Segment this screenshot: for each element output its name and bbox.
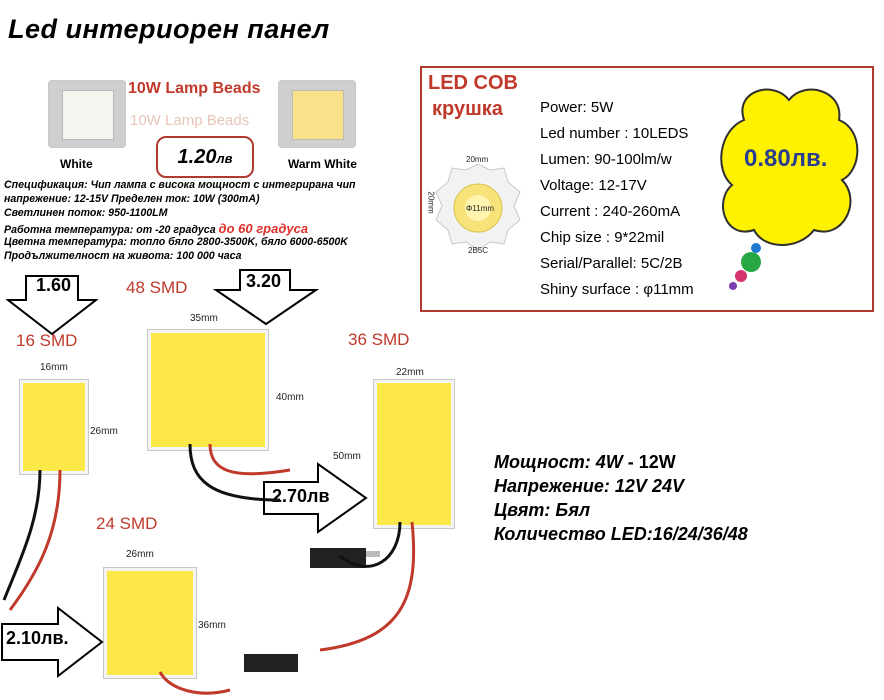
lamp-beads-label: 10W Lamp Beads [128,80,261,97]
cob-spec-lumen: Lumen: 90-100lm/w [540,151,672,168]
cob-spec-chip-size: Chip size : 9*22mil [540,229,665,246]
width-24smd: 26mm [126,549,154,560]
lamp-beads-ghost-label: 10W Lamp Beads [130,112,250,129]
price-36smd: 2.70лв [272,486,330,506]
width-48smd: 35mm [190,313,218,324]
cob-title: LED COB [428,72,518,94]
spec-line-1: Спецификация: Чип лампа с висока мощност… [4,179,356,191]
right-arrow-36smd [263,462,368,534]
spec-power-prefix: Мощност: 4W [494,452,623,472]
price-16smd: 1.60 [36,275,72,295]
label-24smd: 24 SMD [96,514,158,533]
down-arrow-16smd [6,275,98,336]
height-36smd: 50mm [333,451,361,462]
spec-color: Цвят: Бял [494,500,591,520]
spec-line-4-red: до 60 градуса [218,221,309,236]
spec-voltage: Напрежение: 12V 24V [494,476,684,496]
width-16smd: 16mm [40,362,68,373]
cob-spec-current: Current : 240-260mA [540,203,681,220]
warm-chip-image [278,80,356,148]
height-48smd: 40mm [276,392,304,403]
panel-24smd-image [104,568,196,678]
cob-spec-led-number: Led number : 10LEDS [540,125,689,142]
lamp-beads-price: 1.20лв [156,136,254,178]
label-16smd: 16 SMD [16,331,78,350]
panel-36smd-image [374,380,454,528]
white-label: White [60,157,93,171]
spec-line-4-text: Работна температура: от -20 градуса [4,224,216,236]
warm-white-label: Warm White [288,157,357,171]
cob-center-label: Φ11mm [466,204,495,213]
height-16smd: 26mm [90,426,118,437]
lamp-beads-price-unit: лв [216,151,233,166]
cob-spec-voltage: Voltage: 12-17V [540,177,647,194]
right-arrow-24smd [1,606,104,678]
width-36smd: 22mm [396,367,424,378]
panel-48smd-image [148,330,268,450]
lamp-beads-price-value: 1.20 [177,146,217,168]
spec-line-2: напрежение: 12-15V Пределен ток: 10W (30… [4,193,260,205]
spec-power-suffix: - 12W [627,452,676,472]
spec-line-6: Продължителност на живота: 100 000 часа [4,250,242,262]
cob-spec-serial-parallel: Serial/Parallel: 5C/2B [540,255,683,272]
price-48smd: 3.20 [246,271,282,291]
cob-chip-image [435,163,521,251]
panel-16smd-image [20,380,88,474]
cob-spec-power: Power: 5W [540,99,614,116]
label-48smd: 48 SMD [126,278,188,297]
spec-line-3: Светлинен поток: 950-1100LM [4,207,168,219]
cob-dim-width: 20mm [466,155,489,164]
spec-line-4: Работна температура: от -20 градуса до 6… [4,221,308,236]
spec-power: Мощност: 4W - 12W [494,452,676,473]
cob-spec-shiny-surface: Shiny surface : φ11mm [540,281,694,298]
label-36smd: 36 SMD [348,330,410,349]
white-chip-image [48,80,126,148]
cob-price: 0.80лв. [744,145,828,172]
spec-line-5: Цветна температура: топло бяло 2800-3500… [4,236,348,248]
spec-led-count: Количество LED:16/24/36/48 [494,524,748,544]
cloud-bubble [720,88,859,290]
cob-subtitle: крушка [432,98,503,120]
page-title: Led интериорен панел [8,14,330,44]
price-24smd: 2.10лв. [6,628,69,648]
down-arrow-48smd [212,269,320,326]
cob-model-label: 2B5C [468,246,489,255]
height-24smd: 36mm [198,620,226,631]
